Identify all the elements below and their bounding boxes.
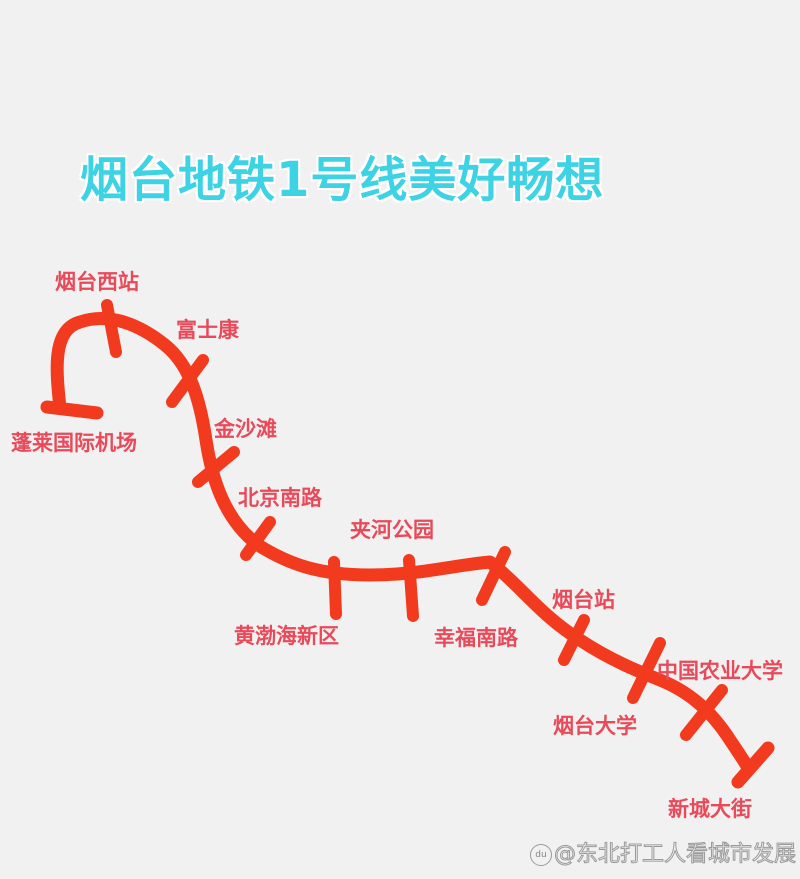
watermark: du@东北打工人看城市发展 — [530, 836, 797, 868]
station-label-penglai-airport: 蓬莱国际机场 — [11, 431, 137, 455]
station-tick-jinshatan — [192, 446, 240, 488]
station-label-jiahe-park: 夹河公园 — [350, 518, 434, 542]
baidu-paw-icon: du — [530, 844, 552, 866]
page-title: 烟台地铁1号线美好畅想 — [80, 152, 605, 208]
station-tick-china-agri-university — [680, 684, 728, 741]
station-tick-huangbohai — [328, 556, 342, 620]
station-tick-yantai-west — [101, 299, 122, 358]
station-label-jinshatan: 金沙滩 — [214, 417, 277, 441]
station-tick-yantai-station — [558, 614, 590, 666]
terminus-tick-penglai-airport — [40, 400, 104, 420]
station-label-foxconn: 富士康 — [176, 318, 239, 342]
station-label-yantai-station: 烟台站 — [552, 588, 615, 612]
line-1-path — [50, 312, 755, 775]
station-label-beijing-south-rd: 北京南路 — [238, 486, 322, 510]
station-tick-yantai-university — [627, 637, 666, 704]
station-label-yantai-west: 烟台西站 — [55, 270, 139, 294]
station-tick-xingfu-south-rd — [476, 546, 511, 606]
terminus-tick-xincheng-st — [731, 741, 775, 789]
station-tick-jiahe-park — [403, 554, 419, 622]
station-label-huangbohai: 黄渤海新区 — [234, 624, 339, 648]
station-label-xingfu-south-rd: 幸福南路 — [434, 626, 518, 650]
station-label-yantai-university: 烟台大学 — [553, 714, 637, 738]
station-tick-beijing-south-rd — [240, 516, 276, 561]
watermark-text: @东北打工人看城市发展 — [553, 842, 797, 868]
station-label-xincheng-st: 新城大街 — [668, 797, 752, 821]
station-tick-foxconn — [166, 354, 209, 408]
station-label-china-agri-university: 中国农业大学 — [657, 659, 783, 683]
